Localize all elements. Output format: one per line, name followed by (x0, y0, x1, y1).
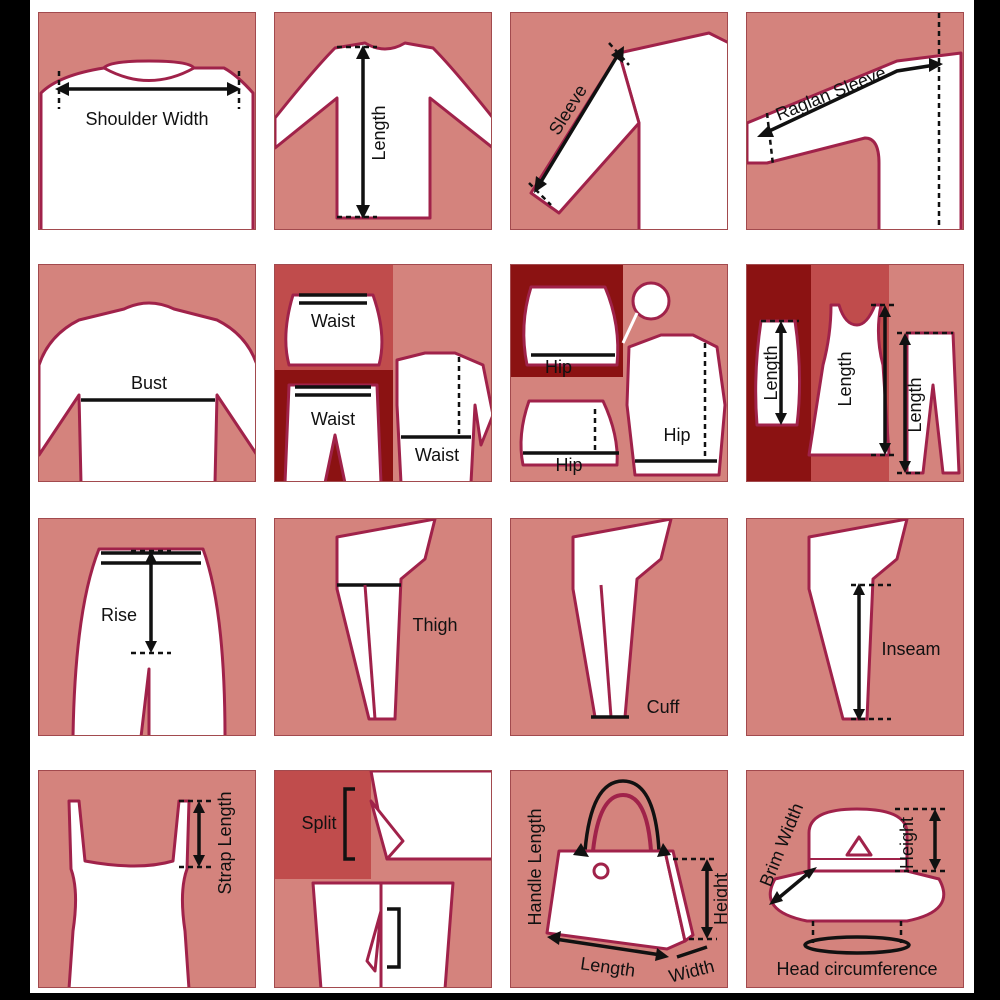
tile-rise: Rise (38, 518, 256, 736)
tile-sleeve: Sleeve (510, 12, 728, 230)
hip-label-trousers: Hip (545, 357, 572, 377)
waist-diagram: Waist Waist Waist (275, 265, 491, 481)
waist-label-skirt: Waist (311, 311, 355, 331)
height-label-bag: Height (711, 873, 728, 925)
length-label-bag: Length (579, 953, 636, 980)
bust-label: Bust (131, 373, 167, 393)
split-label: Split (301, 813, 336, 833)
length-multi-diagram: Length Length Length (747, 265, 961, 481)
head-circumference-label: Head circumference (776, 959, 937, 979)
cuff-diagram: Cuff (571, 519, 681, 719)
split-diagram: Split (275, 771, 491, 987)
inseam-diagram: Inseam (807, 519, 941, 721)
tile-thigh: Thigh (274, 518, 492, 736)
waist-label-trousers: Waist (311, 409, 355, 429)
sweater-shoulder-diagram: Shoulder Width (39, 59, 255, 229)
raglan-sleeve-diagram: Raglan Sleeve (747, 13, 963, 229)
waist-label-shirt: Waist (415, 445, 459, 465)
hip-label-shirt: Hip (663, 425, 690, 445)
tile-raglan-sleeve: Raglan Sleeve (746, 12, 964, 230)
thigh-diagram: Thigh (335, 519, 458, 721)
length-label-trousers: Length (905, 377, 925, 432)
handle-length-label: Handle Length (525, 808, 545, 925)
rise-diagram: Rise (71, 547, 227, 735)
tile-shoulder-width: Shoulder Width (38, 12, 256, 230)
size-guide-sheet: Shoulder Width Length Sleeve Raglan Slee (30, 0, 974, 1000)
sweater-length-diagram: Length (275, 41, 491, 220)
height-label-hat: Height (897, 817, 917, 869)
length-label-skirt: Length (761, 345, 781, 400)
detail-magnifier-icon (631, 281, 671, 321)
rise-label: Rise (101, 605, 137, 625)
tile-waist: Waist Waist Waist (274, 264, 492, 482)
cuff-label: Cuff (647, 697, 681, 717)
sleeve-diagram: Sleeve (528, 31, 727, 229)
hip-label-skirt: Hip (555, 455, 582, 475)
bust-diagram: Bust (39, 301, 255, 481)
tile-length: Length (274, 12, 492, 230)
inseam-label: Inseam (881, 639, 940, 659)
length-label-dress: Length (835, 351, 855, 406)
tile-inseam: Inseam (746, 518, 964, 736)
tile-hip: Hip Hip Hip (510, 264, 728, 482)
tile-split: Split (274, 770, 492, 988)
strap-length-label: Strap Length (215, 791, 235, 894)
length-label: Length (369, 105, 389, 160)
tile-length-multi: Length Length Length (746, 264, 964, 482)
tile-hat: Height Brim Width Head circumference (746, 770, 964, 988)
width-label-bag: Width (667, 956, 716, 987)
shoulder-width-label: Shoulder Width (85, 109, 208, 129)
tile-cuff: Cuff (510, 518, 728, 736)
handbag-diagram: Height Length Width Handle Length (525, 779, 728, 987)
tile-strap-length: Strap Length (38, 770, 256, 988)
thigh-label: Thigh (412, 615, 457, 635)
tile-bust: Bust (38, 264, 256, 482)
strap-length-diagram: Strap Length (67, 791, 235, 987)
hip-diagram: Hip Hip Hip (511, 265, 727, 477)
tile-handbag: Height Length Width Handle Length (510, 770, 728, 988)
hat-diagram: Height Brim Width Head circumference (756, 800, 947, 979)
bottom-edge (0, 993, 1000, 1000)
bag-clasp-icon (592, 862, 610, 880)
